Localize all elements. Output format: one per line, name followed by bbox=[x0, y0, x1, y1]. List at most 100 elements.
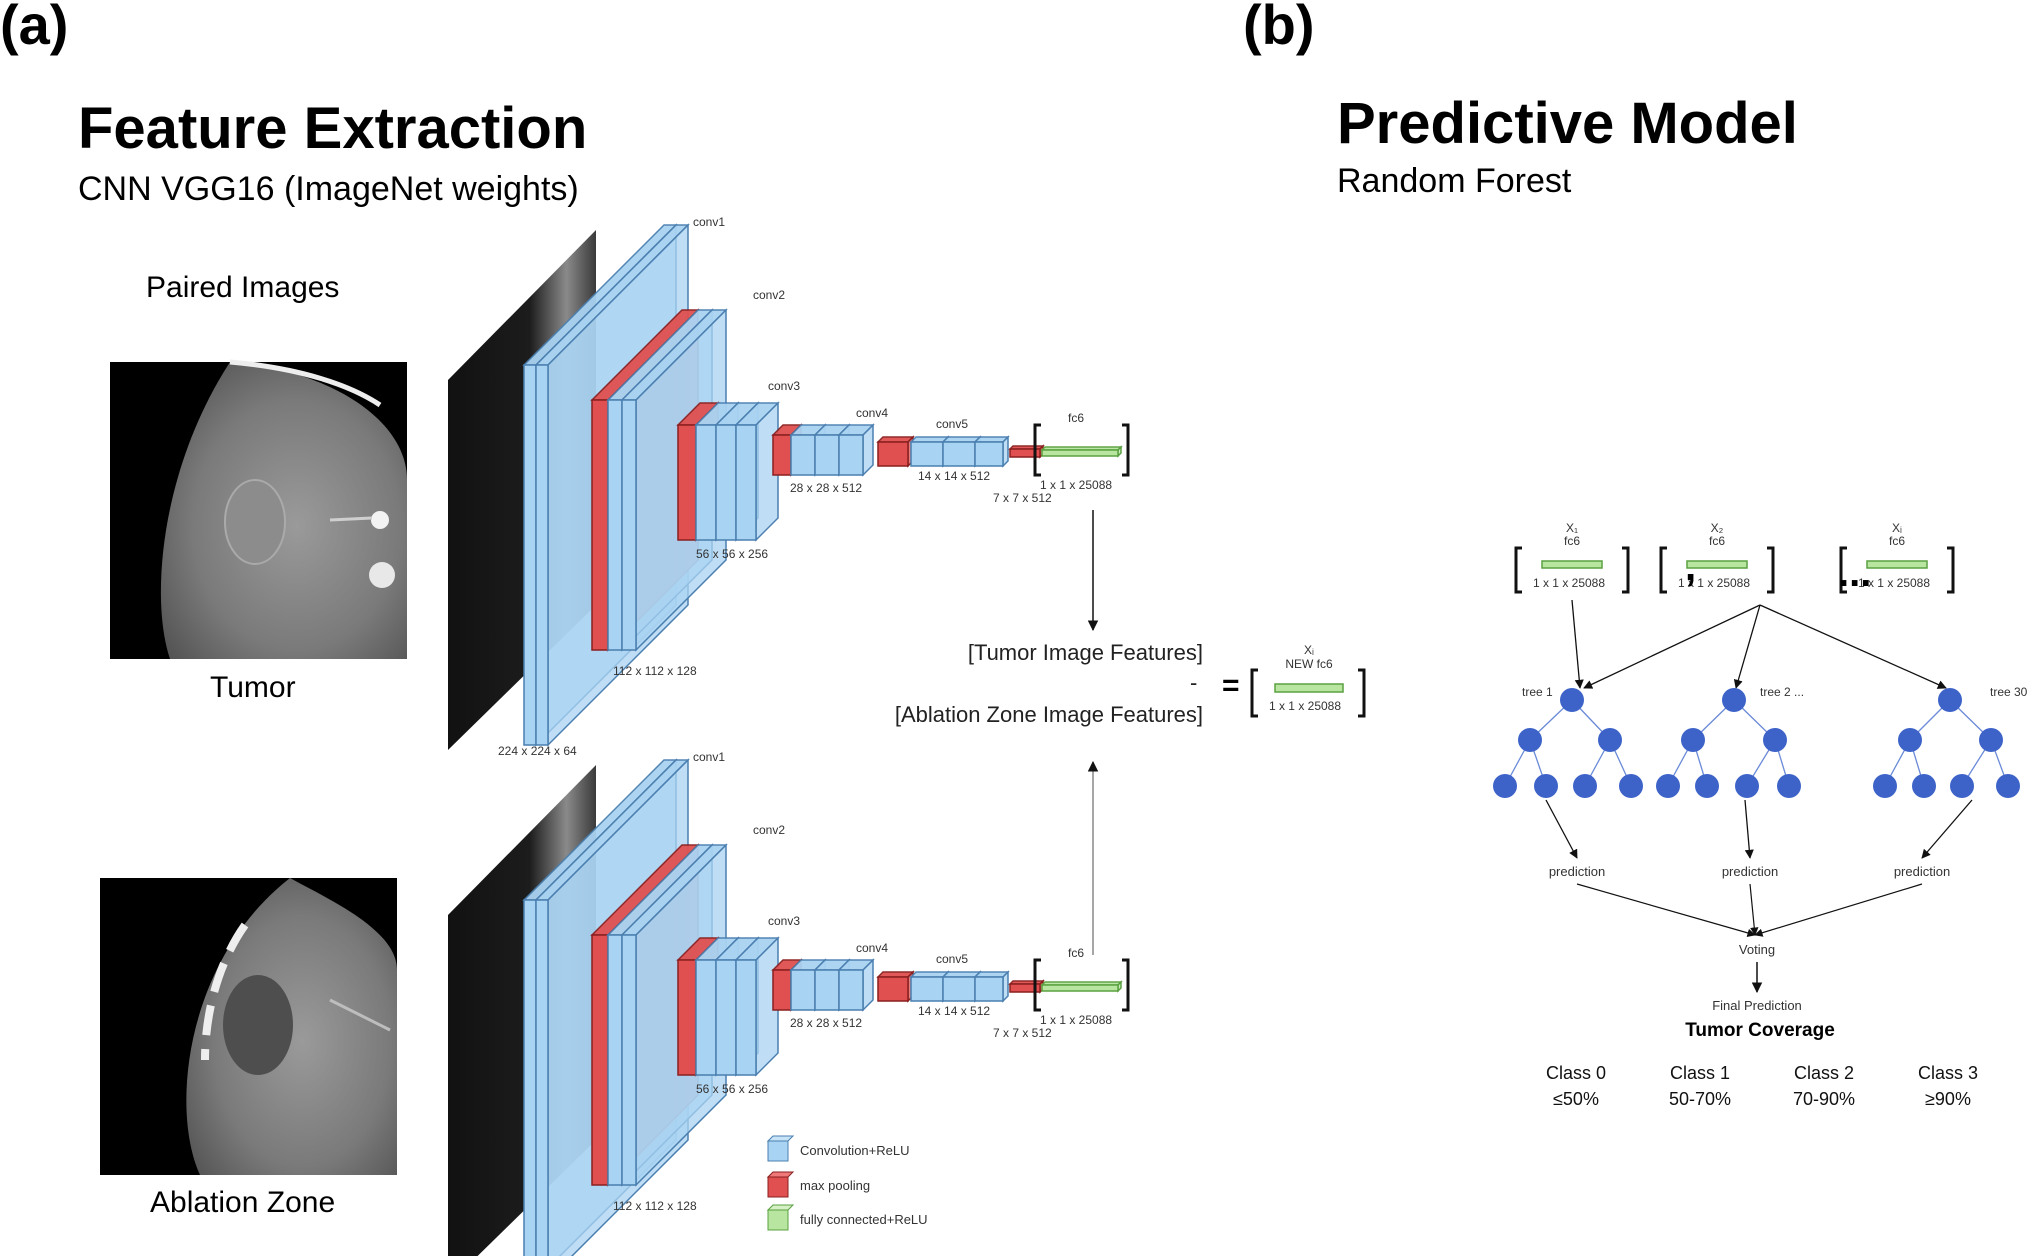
dim-112-label: 112 x 112 x 128 bbox=[613, 1199, 697, 1213]
rf-input-fc-label: fc6 bbox=[1564, 534, 1580, 548]
tree-node bbox=[1619, 774, 1643, 798]
class-range: 70-90% bbox=[1793, 1089, 1855, 1109]
conv4-label: conv4 bbox=[856, 406, 888, 420]
tree-node bbox=[1534, 774, 1558, 798]
conv1-label: conv1 bbox=[693, 750, 725, 764]
input-to-tree-arrow bbox=[1571, 599, 1584, 689]
fc6-label: fc6 bbox=[1068, 411, 1084, 425]
conv3-block-c bbox=[734, 401, 780, 542]
tree-1: tree 1 prediction bbox=[1493, 685, 1756, 937]
conv3-label: conv3 bbox=[768, 379, 800, 393]
rf-input-x-label: Xᵢ bbox=[1892, 521, 1902, 535]
pool5-block bbox=[1008, 444, 1045, 459]
dim-7-label: 7 x 7 x 512 bbox=[993, 491, 1052, 505]
predictive-model-title: Predictive Model bbox=[1337, 91, 1798, 156]
dim-fc-label: 1 x 1 x 25088 bbox=[1040, 478, 1112, 492]
tumor-coverage-label: Tumor Coverage bbox=[1685, 1020, 1835, 1041]
rf-input-x-label: X₁ bbox=[1566, 521, 1578, 535]
legend-maxpool-label: max pooling bbox=[800, 1178, 870, 1193]
input-ellipsis: ... bbox=[1838, 551, 1871, 595]
conv3-label: conv3 bbox=[768, 914, 800, 928]
dim-fc-label: 1 x 1 x 25088 bbox=[1040, 1013, 1112, 1027]
vgg16-network-tumor: conv1 conv2 conv3 conv4 conv5 fc6 224 x 224 x … bbox=[448, 215, 1130, 758]
tree-node bbox=[1560, 688, 1584, 712]
dim-112-label: 112 x 112 x 128 bbox=[613, 664, 697, 678]
prediction-label: prediction bbox=[1549, 864, 1605, 879]
tree-node bbox=[1518, 728, 1542, 752]
legend-fc-icon bbox=[766, 1204, 795, 1231]
fc6-brackets bbox=[1033, 958, 1130, 1012]
minus-sign: - bbox=[1190, 670, 1197, 695]
class-name: Class 3 bbox=[1918, 1063, 1978, 1083]
conv2-label: conv2 bbox=[753, 288, 785, 302]
new-fc6-label: NEW fc6 bbox=[1285, 657, 1333, 671]
conv5-label: conv5 bbox=[936, 417, 968, 431]
prediction-to-voting-arrow bbox=[1754, 883, 1923, 937]
prediction-label: prediction bbox=[1722, 864, 1778, 879]
tree-node bbox=[1695, 774, 1719, 798]
panel-a-label: (a) bbox=[0, 0, 68, 56]
conv4-block-a bbox=[789, 423, 827, 477]
class-range: ≥90% bbox=[1925, 1089, 1971, 1109]
tree-label: tree 1 bbox=[1522, 685, 1553, 699]
tree-node bbox=[1938, 688, 1962, 712]
rf-input-bar bbox=[1866, 560, 1928, 569]
outcome-classes: Class 0≤50%Class 150-70%Class 270-90%Cla… bbox=[1546, 1063, 1978, 1109]
rf-input-dim: 1 x 1 x 25088 bbox=[1678, 576, 1750, 590]
ablation-ct-image bbox=[100, 878, 397, 1175]
input-to-tree-arrow bbox=[1583, 604, 1761, 689]
tree-label: tree 2 ... bbox=[1760, 685, 1804, 699]
conv2-label: conv2 bbox=[753, 823, 785, 837]
input-to-tree-arrow bbox=[1759, 604, 1947, 689]
tree-node bbox=[1573, 774, 1597, 798]
dim-224-label: 224 x 224 x 64 bbox=[498, 744, 577, 758]
feature-extraction-subtitle: CNN VGG16 (ImageNet weights) bbox=[78, 170, 579, 208]
pool4-block bbox=[876, 970, 915, 1003]
dim-28-label: 28 x 28 x 512 bbox=[790, 1016, 862, 1030]
tree-node bbox=[1598, 728, 1622, 752]
tree-node bbox=[1950, 774, 1974, 798]
paired-images-label: Paired Images bbox=[146, 271, 339, 304]
equals-sign: = bbox=[1222, 669, 1240, 702]
conv4-label: conv4 bbox=[856, 941, 888, 955]
tree-node bbox=[1912, 774, 1936, 798]
rf-input-x-label: X₂ bbox=[1711, 521, 1724, 535]
conv3-block-c bbox=[734, 936, 780, 1077]
rf-input-fc-label: fc6 bbox=[1889, 534, 1905, 548]
legend-conv-icon bbox=[766, 1135, 795, 1162]
tree-node bbox=[1735, 774, 1759, 798]
tumor-ct-image bbox=[110, 359, 407, 659]
class-name: Class 2 bbox=[1794, 1063, 1854, 1083]
feature-extraction-title: Feature Extraction bbox=[78, 96, 587, 161]
input-comma: , bbox=[1685, 545, 1696, 589]
pool4-block bbox=[876, 435, 915, 468]
rf-input-dim: 1 x 1 x 25088 bbox=[1533, 576, 1605, 590]
ablation-zone-label: Ablation Zone bbox=[150, 1186, 335, 1219]
tree-label: tree 30 bbox=[1990, 685, 2028, 699]
input-to-tree-arrow bbox=[1733, 604, 1761, 689]
dim-14-label: 14 x 14 x 512 bbox=[918, 1004, 990, 1018]
conv1-label: conv1 bbox=[693, 215, 725, 229]
conv5-block-c bbox=[973, 970, 1010, 1003]
tumor-features-text: [Tumor Image Features] bbox=[968, 640, 1203, 665]
tumor-label: Tumor bbox=[210, 671, 296, 704]
dim-56-label: 56 x 56 x 256 bbox=[696, 1082, 768, 1096]
ablation-features-text: [Ablation Zone Image Features] bbox=[895, 702, 1203, 727]
tree-node bbox=[1763, 728, 1787, 752]
prediction-to-voting-arrow bbox=[1749, 883, 1759, 936]
tree-node bbox=[1493, 774, 1517, 798]
prediction-to-voting-arrow bbox=[1576, 883, 1756, 937]
network-legend: Convolution+ReLU max pooling fully conne… bbox=[766, 1135, 928, 1231]
fc6-label: fc6 bbox=[1068, 946, 1084, 960]
tree-node bbox=[1722, 688, 1746, 712]
conv4-block-c bbox=[837, 958, 875, 1012]
dim-7-label: 7 x 7 x 512 bbox=[993, 1026, 1052, 1040]
fc6-block bbox=[1040, 445, 1123, 458]
